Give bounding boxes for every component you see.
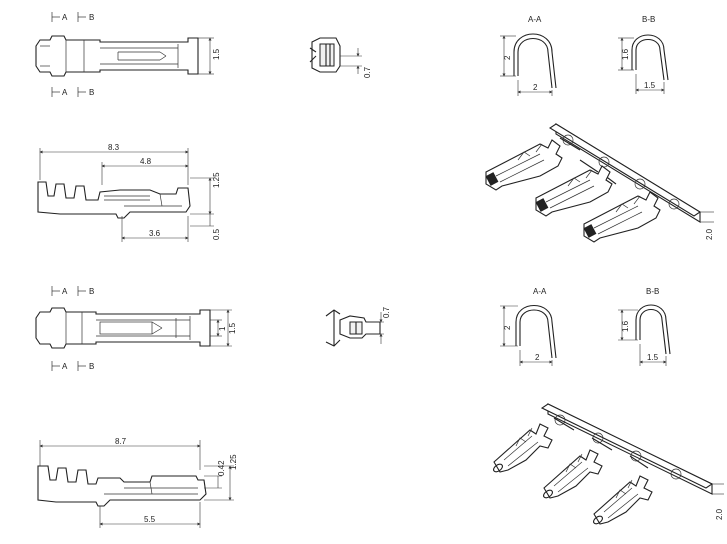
bottom-section-bb: B-B 1.6 1.5 [618, 287, 671, 366]
aa-height-label: 2 [503, 325, 512, 330]
total-length-label: 8.7 [115, 437, 127, 446]
marker-b-label: B [89, 287, 94, 296]
section-bb-title: B-B [642, 15, 655, 24]
pitch-label: 2.0 [715, 508, 724, 520]
marker-b-label: B [89, 13, 94, 22]
aa-width-label: 2 [533, 83, 538, 92]
height-label: 1.5 [228, 322, 237, 334]
side-height-label: 0.7 [382, 306, 391, 318]
bb-width-label: 1.5 [647, 353, 659, 362]
inner-height-label: 1 [218, 326, 227, 331]
marker-b-label: B [89, 88, 94, 97]
bb-height-label: 1.6 [621, 48, 630, 60]
section-bb-title: B-B [646, 287, 659, 296]
crimp-length-label: 5.5 [144, 515, 156, 524]
bottom-strip-terminal-3 [593, 475, 653, 525]
top-section-bb: B-B 1.6 1.5 [618, 15, 669, 94]
section-aa-title: A-A [533, 287, 547, 296]
aa-height-label: 2 [503, 55, 512, 60]
profile-height-label: 1.25 [212, 172, 221, 188]
bottom-section-aa: A-A 2 2 [500, 287, 557, 366]
bottom-terminal-height-dims: 1 1.5 [210, 309, 237, 347]
bottom-terminal-plan-view [35, 307, 211, 349]
top-carrier-strip-isometric: 2.0 [485, 123, 714, 243]
top-terminal-side-profile: 8.3 4.8 1.25 0.5 3.6 [37, 143, 221, 242]
bottom-strip-terminal-2 [543, 449, 603, 499]
bottom-terminal-end-view: 0.7 [325, 306, 391, 347]
section-marker-top-upper: A B [51, 12, 94, 22]
top-strip-terminal-3 [583, 191, 661, 243]
marker-a-label: A [62, 362, 68, 371]
section-marker-bottom-upper: A B [51, 286, 94, 296]
bottom-terminal-side-profile: 8.7 1.25 0.42 5.5 [37, 437, 238, 528]
marker-b-label: B [89, 362, 94, 371]
aa-width-label: 2 [535, 353, 540, 362]
top-terminal-end-view: 0.7 [309, 37, 372, 78]
profile-height-label: 1.25 [229, 454, 238, 470]
total-length-label: 8.3 [108, 143, 120, 152]
bb-height-label: 1.6 [621, 320, 630, 332]
section-marker-bottom-lower: A B [51, 361, 94, 371]
base-offset-label: 0.5 [212, 228, 221, 240]
contact-length-label: 4.8 [140, 157, 152, 166]
top-strip-terminal-1 [485, 139, 563, 191]
top-section-aa: A-A 2 2 [500, 15, 557, 96]
section-aa-title: A-A [528, 15, 542, 24]
marker-a-label: A [62, 287, 68, 296]
crimp-length-label: 3.6 [149, 229, 161, 238]
bb-width-label: 1.5 [644, 81, 656, 90]
side-height-label: 0.7 [363, 66, 372, 78]
pitch-label: 2.0 [705, 228, 714, 240]
step-height-label: 0.42 [217, 460, 226, 476]
height-label: 1.5 [212, 48, 221, 60]
bottom-strip-terminal-1 [493, 423, 553, 473]
top-strip-terminal-2 [535, 165, 613, 217]
top-terminal-plan-view [35, 35, 199, 77]
marker-a-label: A [62, 88, 68, 97]
marker-a-label: A [62, 13, 68, 22]
bottom-carrier-strip-isometric: 2.0 [493, 403, 724, 525]
top-terminal-height-dim: 1.5 [198, 37, 221, 75]
section-marker-top-lower: A B [51, 87, 94, 97]
